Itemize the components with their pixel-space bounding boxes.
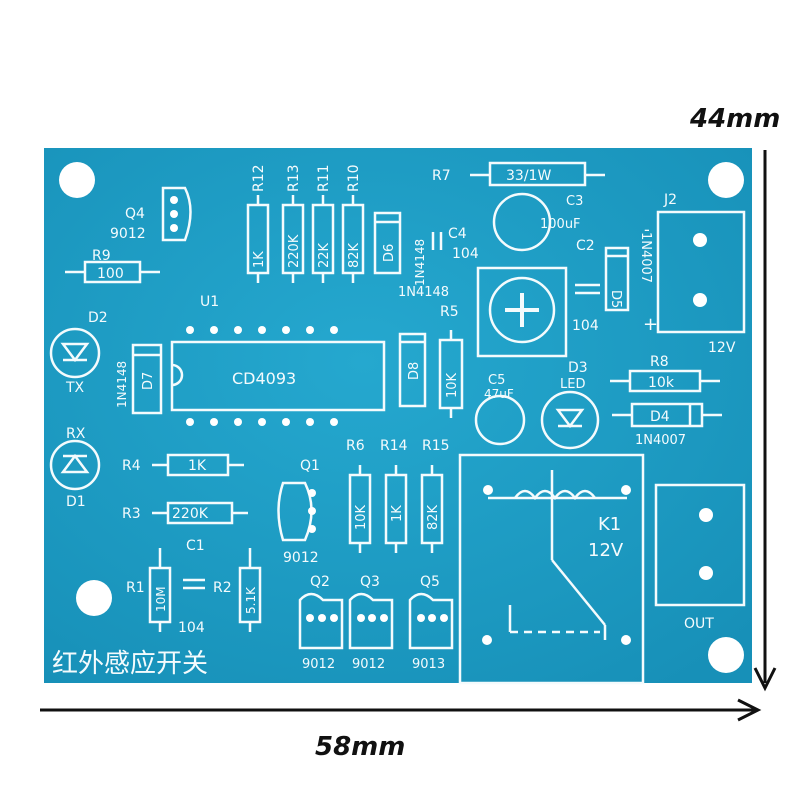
c1-value: 104: [178, 620, 205, 636]
r7-value: 33/1W: [506, 168, 551, 184]
d7-label: D7: [141, 372, 156, 390]
r5-value: 10K: [445, 372, 460, 398]
r2-label: R2: [213, 580, 232, 596]
r2-value: 5.1K: [244, 586, 258, 614]
d3-label: D3: [568, 360, 588, 376]
d5-value: 1N4007: [638, 232, 653, 283]
c1-label: C1: [186, 538, 205, 554]
q3-label: Q3: [360, 574, 380, 590]
d7-value: 1N4148: [115, 361, 129, 408]
q4-label: Q4: [125, 206, 145, 222]
r11-value: 22K: [317, 242, 332, 268]
q4-part: 9012: [110, 226, 146, 242]
c4-value: 104: [452, 246, 479, 262]
j2-label: J2: [663, 192, 677, 208]
u1-label: U1: [200, 294, 219, 310]
r10-value: 82K: [347, 242, 362, 268]
d8-value-above: 1N4148: [398, 285, 449, 300]
r15-value: 82K: [426, 504, 441, 530]
height-dimension-label: 44mm: [689, 104, 780, 134]
r3-value: 220K: [172, 506, 209, 522]
r9-value: 100: [97, 266, 124, 282]
r9-label: R9: [92, 248, 111, 264]
mounting-hole-top-right: [708, 162, 744, 198]
q3-part: 9012: [352, 657, 385, 672]
r6-value: 10K: [354, 504, 369, 530]
d5-label: D5: [608, 290, 623, 308]
r4-label: R4: [122, 458, 141, 474]
q1-label: Q1: [300, 458, 320, 474]
c4-label: C4: [448, 226, 467, 242]
width-dimension-label: 58mm: [315, 732, 405, 762]
r10-label: R10: [346, 164, 362, 192]
r11-label: R11: [316, 164, 332, 192]
q2-part: 9012: [302, 657, 335, 672]
r8-value: 10k: [648, 375, 675, 391]
r1-label: R1: [126, 580, 145, 596]
led-symbols: [60, 342, 585, 474]
d4-value: 1N4007: [635, 433, 686, 448]
d3-sub: LED: [560, 377, 585, 392]
r8-label: R8: [650, 354, 669, 370]
k1-label: K1: [598, 514, 621, 535]
r13-label: R13: [286, 164, 302, 192]
c2-label: C2: [576, 238, 595, 254]
mounting-hole-top-left: [59, 162, 95, 198]
d1-label: D1: [66, 494, 86, 510]
d2-sub: TX: [65, 380, 85, 396]
c5-label: C5: [488, 373, 505, 388]
r14-value: 1K: [390, 505, 405, 522]
mounting-hole-bottom-right: [708, 637, 744, 673]
width-dimension-arrow: [40, 698, 762, 722]
k1-voltage: 12V: [588, 540, 624, 561]
q5-label: Q5: [420, 574, 440, 590]
j2-voltage: 12V: [708, 340, 736, 356]
silkscreen-outlines: [49, 161, 746, 685]
d8-label: D8: [407, 362, 422, 380]
d6-value: 1N4148: [413, 239, 427, 286]
d6-label: D6: [382, 244, 397, 262]
q2-label: Q2: [310, 574, 330, 590]
r1-value: 10M: [154, 586, 168, 612]
d1-top-label: RX: [66, 426, 86, 442]
height-dimension-arrow: [753, 150, 777, 692]
c3-label: C3: [566, 194, 583, 209]
r12-label: R12: [251, 164, 267, 192]
r12-value: 1K: [252, 251, 267, 268]
q5-part: 9013: [412, 657, 445, 672]
u1-part: CD4093: [232, 369, 296, 388]
c3-value: 100uF: [540, 217, 581, 232]
r14-label: R14: [380, 438, 408, 454]
r4-value: 1K: [188, 458, 207, 474]
q1-part: 9012: [283, 550, 319, 566]
mounting-hole-bottom-left: [76, 580, 112, 616]
d2-label: D2: [88, 310, 108, 326]
r15-label: R15: [422, 438, 450, 454]
silkscreen-labels: R12 R13 R11 R10 R7 33/1W J2 - + 12V Q4 9…: [52, 164, 736, 679]
d4-label: D4: [650, 409, 670, 425]
j2-minus: -: [644, 220, 650, 239]
r7-label: R7: [432, 168, 451, 184]
board-title: 红外感应开关: [52, 649, 208, 679]
r3-label: R3: [122, 506, 141, 522]
out-label: OUT: [684, 616, 714, 632]
r6-label: R6: [346, 438, 365, 454]
solder-pads: [170, 196, 713, 645]
r5-label: R5: [440, 304, 459, 320]
j2-plus: +: [643, 314, 658, 335]
r13-value: 220K: [287, 234, 302, 268]
c2-value: 104: [572, 318, 599, 334]
c5-value: 47uF: [484, 387, 514, 401]
